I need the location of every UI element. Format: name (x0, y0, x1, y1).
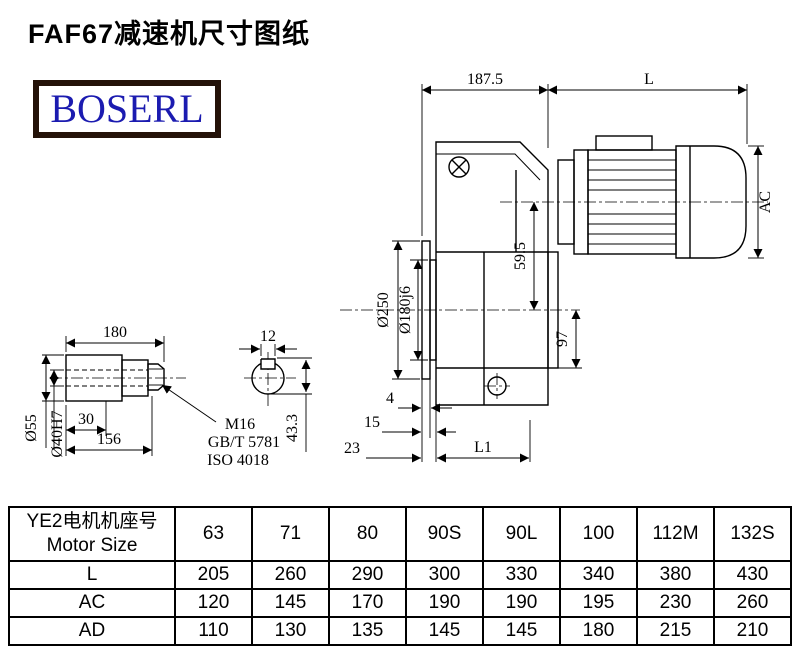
col-header-80: 80 (328, 506, 407, 562)
table-cell: 260 (251, 560, 330, 590)
dim-59-5: 59.5 (512, 242, 529, 270)
logo-text: BOSERL (50, 86, 204, 131)
dim-156: 156 (97, 431, 121, 448)
table-cell: 230 (636, 588, 715, 618)
table-cell: 145 (482, 616, 561, 646)
table-cell: 430 (713, 560, 792, 590)
page-title: FAF67减速机尺寸图纸 (28, 19, 311, 49)
extension-lines (42, 84, 764, 462)
dimension-lines (41, 85, 763, 463)
table-cell: 215 (636, 616, 715, 646)
thread-standard-gb: GB/T 5781 (208, 434, 280, 451)
dim-23: 23 (344, 440, 360, 457)
dimension-labels: 187.5 L AC Ø250 Ø180j6 59.5 97 4 15 23 L… (23, 71, 774, 469)
dim-187-5: 187.5 (467, 71, 503, 88)
technical-drawing: 187.5 L AC Ø250 Ø180j6 59.5 97 4 15 23 L… (23, 71, 774, 469)
dim-15: 15 (364, 414, 380, 431)
dim-bore: Ø40H7 (49, 410, 66, 457)
table-cell: 120 (174, 588, 253, 618)
table-cell: 180 (559, 616, 638, 646)
dim-flange-diameter: Ø250 (375, 292, 392, 328)
table-row-L: L 205 260 290 300 330 340 380 430 (8, 560, 792, 590)
dim-L1: L1 (474, 439, 492, 456)
table-row-AD: AD 110 130 135 145 145 180 215 210 (8, 616, 792, 646)
dim-12: 12 (260, 328, 276, 345)
table-cell: 210 (713, 616, 792, 646)
table-cell: 290 (328, 560, 407, 590)
shaft-view (65, 354, 285, 402)
gearbox-outline (421, 141, 559, 406)
table-cell: 190 (405, 588, 484, 618)
thread-standard-iso: ISO 4018 (207, 452, 269, 469)
row-label-L: L (8, 560, 176, 590)
table-cell: 260 (713, 588, 792, 618)
dim-180: 180 (103, 324, 127, 341)
dim-L: L (644, 71, 654, 88)
row-label-AD: AD (8, 616, 176, 646)
col-header-132s: 132S (713, 506, 792, 562)
table-cell: 340 (559, 560, 638, 590)
table-cell: 195 (559, 588, 638, 618)
table-row-AC: AC 120 145 170 190 190 195 230 260 (8, 588, 792, 618)
dim-97: 97 (554, 331, 571, 347)
table-cell: 330 (482, 560, 561, 590)
table-cell: 145 (251, 588, 330, 618)
col-header-90l: 90L (482, 506, 561, 562)
motor-size-header-en: Motor Size (46, 535, 138, 556)
dim-4: 4 (386, 390, 394, 407)
table-header-row: YE2电机机座号 Motor Size 63 71 80 90S 90L 100… (8, 506, 792, 562)
table-cell: 130 (251, 616, 330, 646)
col-header-71: 71 (251, 506, 330, 562)
dim-spigot-diameter: Ø180j6 (397, 286, 414, 334)
table-cell: 170 (328, 588, 407, 618)
table-cell: 145 (405, 616, 484, 646)
motor-outline (557, 135, 747, 259)
table-cell: 380 (636, 560, 715, 590)
col-header-63: 63 (174, 506, 253, 562)
centerlines (50, 201, 768, 406)
row-label-AC: AC (8, 588, 176, 618)
dim-shaft-od: Ø55 (23, 414, 40, 442)
col-header-100: 100 (559, 506, 638, 562)
motor-size-header-cn: YE2电机机座号 (26, 511, 158, 533)
dimension-table: YE2电机机座号 Motor Size 63 71 80 90S 90L 100… (8, 506, 792, 646)
col-header-112m: 112M (636, 506, 715, 562)
table-cell: 110 (174, 616, 253, 646)
table-cell: 205 (174, 560, 253, 590)
dim-43-3: 43.3 (284, 414, 301, 442)
col-header-90s: 90S (405, 506, 484, 562)
table-cell: 300 (405, 560, 484, 590)
dim-AC: AC (757, 191, 774, 213)
table-cell: 190 (482, 588, 561, 618)
table-cell: 135 (328, 616, 407, 646)
boserl-logo: BOSERL (33, 80, 221, 138)
dim-30: 30 (78, 411, 94, 428)
thread-callout: M16 (225, 416, 255, 433)
motor-size-header: YE2电机机座号 Motor Size (8, 506, 176, 562)
